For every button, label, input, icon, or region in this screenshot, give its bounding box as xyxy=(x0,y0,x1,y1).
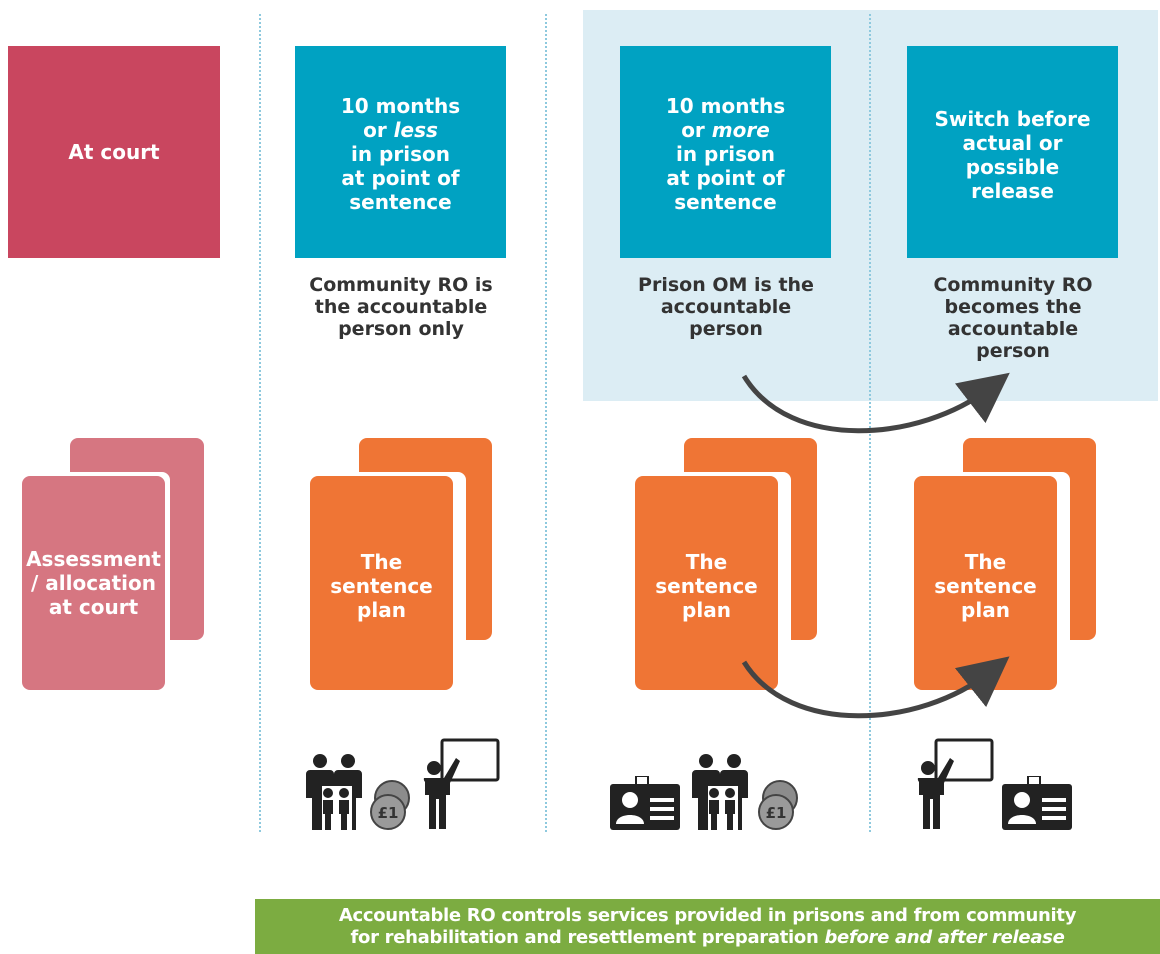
emphasis-word: more xyxy=(711,118,770,142)
assessment-card xyxy=(22,476,165,690)
divider-2 xyxy=(545,14,547,832)
family-icon xyxy=(306,754,362,832)
prison-om-caption: Prison OM is the accountable person xyxy=(596,274,856,340)
card-line: sentence xyxy=(655,574,758,598)
banner-line-2-emphasis: before and after release xyxy=(824,926,1065,948)
card-line: / allocation xyxy=(31,571,156,595)
id-card-icon xyxy=(1002,776,1072,830)
caption-line: Prison OM is the xyxy=(638,274,814,296)
switch-before-release-box: Switch before actual or possible release xyxy=(907,46,1118,258)
card-line: Assessment xyxy=(26,547,161,571)
teacher-icon xyxy=(423,738,500,829)
coin-symbol: £1 xyxy=(766,804,787,822)
box-line: sentence xyxy=(674,190,777,214)
box-line: in prison xyxy=(351,142,450,166)
box-line: at point of xyxy=(666,166,785,190)
card-line: sentence xyxy=(330,574,433,598)
divider-3 xyxy=(869,14,871,832)
divider-1 xyxy=(259,14,261,832)
id-card-icon xyxy=(610,776,680,830)
caption-line: Community RO xyxy=(933,274,1093,296)
box-line: Switch before xyxy=(934,107,1091,131)
box-line: release xyxy=(971,179,1054,203)
box-line: or less xyxy=(363,118,438,142)
card-line: at court xyxy=(48,595,139,619)
box-line: or more xyxy=(681,118,770,142)
coins-icon: £1 xyxy=(758,780,798,830)
banner-line-2-prefix: for rehabilitation and resettlement prep… xyxy=(350,926,825,948)
sentence-plan-text: The sentence plan xyxy=(635,476,778,690)
sentence-plan-text: The sentence plan xyxy=(310,476,453,690)
coin-symbol: £1 xyxy=(378,804,399,822)
sentence-plan-text: The sentence plan xyxy=(914,476,1057,690)
box-line: sentence xyxy=(349,190,452,214)
banner-line-2: for rehabilitation and resettlement prep… xyxy=(255,927,1160,949)
community-ro-becomes-caption: Community RO becomes the accountable per… xyxy=(882,274,1144,362)
caption-line: person only xyxy=(338,318,464,340)
card-line: plan xyxy=(682,598,731,622)
at-court-box: At court xyxy=(8,46,220,258)
family-icon xyxy=(692,754,748,832)
card-line: plan xyxy=(357,598,406,622)
box-line: in prison xyxy=(676,142,775,166)
coins-icon: £1 xyxy=(370,780,410,830)
caption-line: the accountable xyxy=(314,296,488,318)
card-line: The xyxy=(964,550,1007,574)
box-line: possible xyxy=(965,155,1060,179)
caption-line: Community RO is xyxy=(309,274,493,296)
sentence-plan-card xyxy=(635,476,778,690)
caption-line: becomes the xyxy=(944,296,1082,318)
teacher-icon xyxy=(917,738,994,829)
banner-line-1: Accountable RO controls services provide… xyxy=(338,904,1077,926)
community-ro-caption: Community RO is the accountable person o… xyxy=(270,274,532,340)
caption-line: person xyxy=(976,340,1050,362)
card-line: The xyxy=(360,550,403,574)
box-line: at point of xyxy=(341,166,460,190)
sentence-plan-card xyxy=(914,476,1057,690)
sentence-plan-card xyxy=(310,476,453,690)
card-line: The xyxy=(685,550,728,574)
box-line: actual or xyxy=(962,131,1063,155)
caption-line: person xyxy=(689,318,763,340)
at-court-label: At court xyxy=(68,140,160,164)
emphasis-word: less xyxy=(393,118,438,142)
box-line: 10 months xyxy=(340,94,461,118)
assessment-card-text: Assessment / allocation at court xyxy=(22,476,165,690)
box-line: 10 months xyxy=(665,94,786,118)
card-line: plan xyxy=(961,598,1010,622)
ten-months-more-box: 10 months or more in prison at point of … xyxy=(620,46,831,258)
caption-line: accountable xyxy=(660,296,792,318)
ten-months-less-box: 10 months or less in prison at point of … xyxy=(295,46,506,258)
caption-line: accountable xyxy=(947,318,1079,340)
accountable-ro-banner: Accountable RO controls services provide… xyxy=(255,899,1160,954)
card-line: sentence xyxy=(934,574,1037,598)
